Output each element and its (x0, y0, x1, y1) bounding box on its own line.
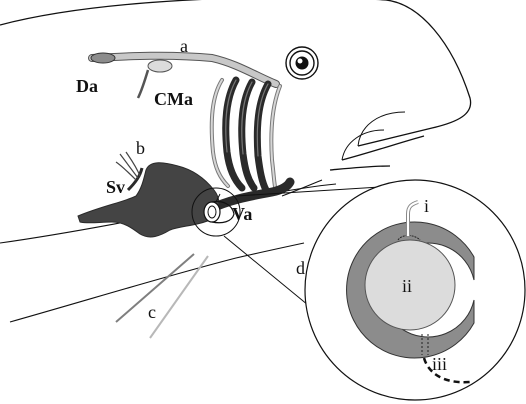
label-iii: iii (432, 354, 447, 374)
label-ii: ii (402, 276, 412, 296)
label-d: d (296, 258, 305, 278)
dorsal-aorta-cuff (91, 53, 115, 63)
body-line-lower (10, 243, 304, 322)
coeliacomesenteric-artery (138, 70, 148, 98)
eye (286, 47, 318, 79)
label-b: b (136, 138, 145, 158)
label-da: Da (76, 76, 98, 96)
label-va: Va (232, 204, 252, 224)
label-cma: CMa (154, 89, 193, 109)
mouth-line (330, 166, 390, 170)
label-i: i (424, 196, 429, 216)
label-c: c (148, 302, 156, 322)
branchial-arteries (212, 80, 280, 192)
coeliacomesenteric-cuff (148, 60, 172, 72)
label-a: a (180, 36, 188, 56)
heart (78, 163, 219, 237)
label-sv: Sv (106, 177, 125, 197)
